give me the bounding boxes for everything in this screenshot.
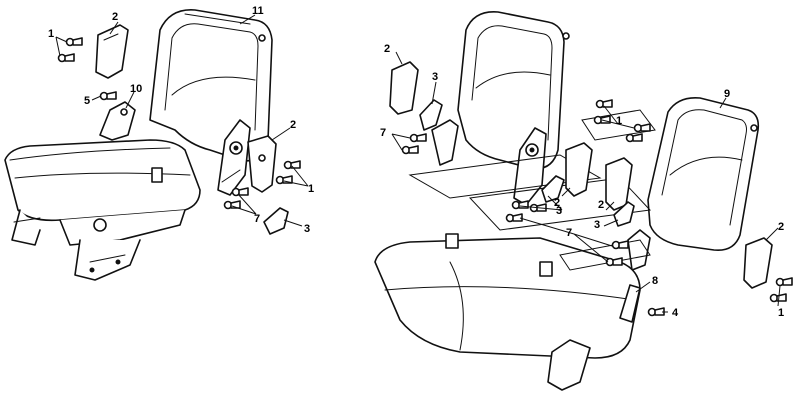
callout-right-3-mid: 3 xyxy=(556,205,562,217)
callout-right-9: 9 xyxy=(724,88,730,100)
left-seat-frame xyxy=(11,209,186,281)
callout-left-1: 1 xyxy=(48,28,54,40)
callout-right-4: 4 xyxy=(672,307,679,319)
callout-left-5: 5 xyxy=(84,95,90,107)
callout-left-10: 10 xyxy=(130,83,142,95)
right-seat-back-left xyxy=(431,11,570,206)
callout-right-3-top: 3 xyxy=(432,71,438,83)
right-belt-anchor xyxy=(619,284,665,323)
right-bracket-far xyxy=(743,237,793,303)
right-bolts-7-mid xyxy=(505,200,629,267)
callout-right-3-mid-b: 3 xyxy=(594,219,600,231)
callout-left-2-right: 2 xyxy=(290,119,296,131)
left-seat-cushion xyxy=(4,139,201,222)
left-recliner-mechanism xyxy=(217,119,251,196)
left-bracket-top xyxy=(57,24,129,79)
right-bolts-7-top xyxy=(401,133,427,155)
left-seat-back xyxy=(149,9,273,162)
callout-left-1-right: 1 xyxy=(308,183,314,195)
right-bench-assembly xyxy=(374,11,793,391)
callout-left-11: 11 xyxy=(252,5,264,17)
callout-left-3: 3 xyxy=(304,223,310,235)
right-bracket-top xyxy=(389,61,443,131)
callout-labels: 1 2 5 10 11 2 1 7 3 2 3 7 1 9 2 3 2 3 7 … xyxy=(48,5,784,319)
right-bench-cushion xyxy=(374,233,641,391)
left-cover-3 xyxy=(263,207,289,235)
callout-right-2-mid-b: 2 xyxy=(598,199,604,211)
left-hinge-lower xyxy=(99,91,136,141)
callout-right-7: 7 xyxy=(380,127,386,139)
leader-lines xyxy=(55,14,781,313)
callout-right-1-mid: 1 xyxy=(616,115,622,127)
callout-left-2-top: 2 xyxy=(112,11,118,23)
left-bolts-7 xyxy=(223,187,249,210)
right-seat-back-right xyxy=(627,96,760,271)
left-seat-assembly xyxy=(4,9,301,281)
callout-right-8: 8 xyxy=(652,275,658,287)
left-bracket-right xyxy=(247,135,301,193)
callout-right-1-far: 1 xyxy=(778,307,784,319)
callout-right-2-top: 2 xyxy=(384,43,390,55)
callout-right-7-mid: 7 xyxy=(566,227,572,239)
right-bolts-1-mid xyxy=(593,99,651,143)
callout-left-7: 7 xyxy=(254,213,260,225)
callout-right-2-far: 2 xyxy=(778,221,784,233)
right-brackets-mid xyxy=(541,142,635,227)
callout-right-2-mid: 2 xyxy=(554,197,560,209)
